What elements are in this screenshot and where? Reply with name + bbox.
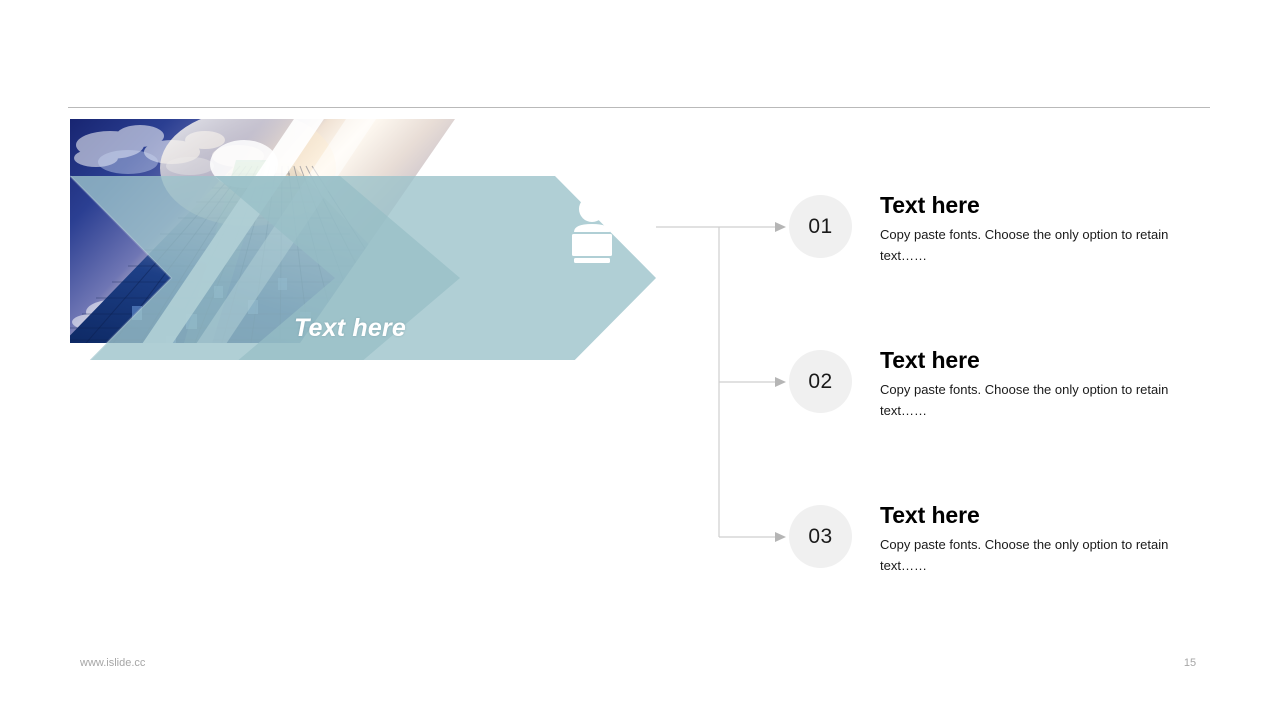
item-body: Text here Copy paste fonts. Choose the o… — [880, 503, 1180, 576]
list-item[interactable]: 01 Text here Copy paste fonts. Choose th… — [789, 193, 1209, 325]
item-description: Copy paste fonts. Choose the only option… — [880, 537, 1169, 573]
list-item[interactable]: 02 Text here Copy paste fonts. Choose th… — [789, 348, 1209, 480]
header-divider — [68, 107, 1210, 108]
footer-url[interactable]: www.islide.cc — [80, 657, 146, 669]
item-number-badge: 03 — [789, 505, 852, 568]
chevron-main-band — [70, 176, 656, 360]
item-description: Copy paste fonts. Choose the only option… — [880, 382, 1169, 418]
item-title: Text here — [880, 502, 980, 528]
hero-visual: Text here — [0, 100, 720, 360]
list-item[interactable]: 03 Text here Copy paste fonts. Choose th… — [789, 503, 1209, 635]
page-number: 15 — [1183, 657, 1197, 669]
presenter-person-icon — [572, 196, 612, 263]
item-title: Text here — [880, 347, 980, 373]
item-number-badge: 02 — [789, 350, 852, 413]
item-description: Copy paste fonts. Choose the only option… — [880, 227, 1169, 263]
item-body: Text here Copy paste fonts. Choose the o… — [880, 193, 1180, 266]
hero-label: Text here — [294, 314, 407, 342]
item-title: Text here — [880, 192, 980, 218]
item-body: Text here Copy paste fonts. Choose the o… — [880, 348, 1180, 421]
item-number-badge: 01 — [789, 195, 852, 258]
